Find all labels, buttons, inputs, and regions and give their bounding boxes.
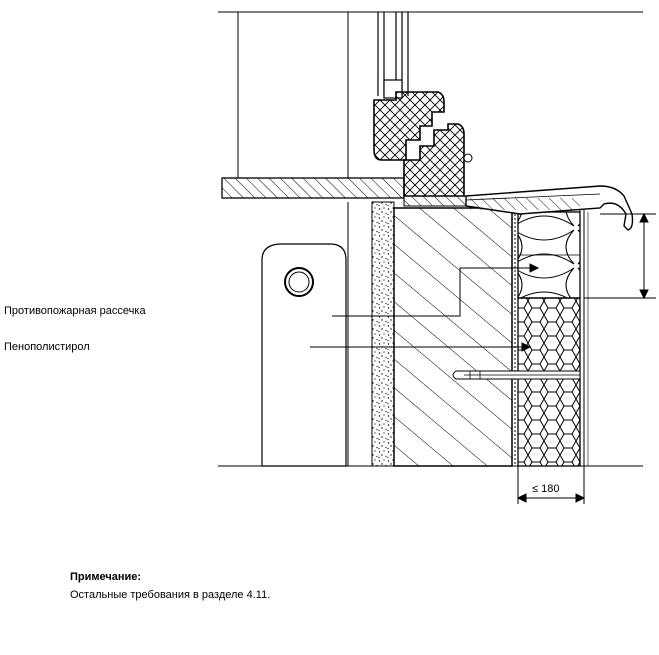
dimension-label: ≤ 180 [532, 483, 559, 495]
label-polystyrene: Пенополистирол [4, 341, 90, 353]
note-title: Примечание: [70, 571, 142, 583]
glazing [377, 12, 409, 99]
interior-sill-board [221, 177, 405, 199]
note-text: Остальные требования в разделе 4.11. [70, 589, 271, 601]
vertical-dimension [584, 212, 656, 300]
leader-lines [310, 263, 540, 352]
interior-plaster [371, 201, 395, 467]
window-frame-profile [373, 91, 473, 207]
insulation-anchor [452, 370, 581, 380]
radiator-section [261, 243, 347, 467]
label-fire-barrier: Противопожарная рассечка [4, 305, 146, 317]
exterior-render [511, 208, 589, 466]
horizontal-dimension [516, 466, 586, 504]
masonry-wall [393, 207, 513, 467]
exterior-drip-sill [465, 185, 634, 231]
polystyrene-insulation [517, 297, 581, 467]
